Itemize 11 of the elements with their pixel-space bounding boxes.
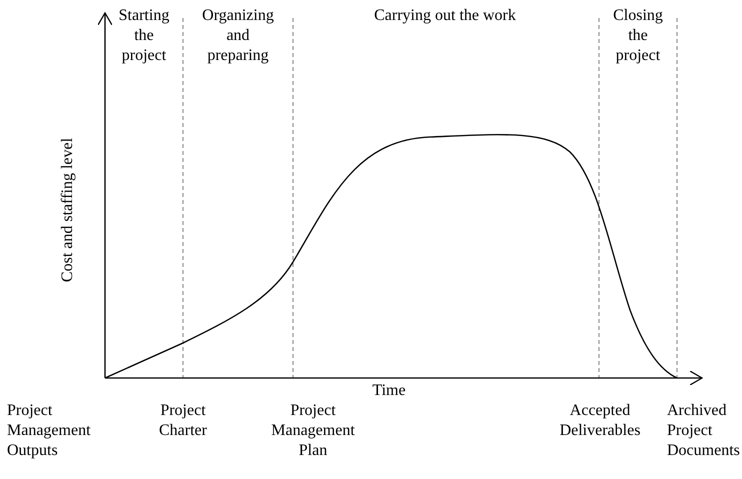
output-label: Project Management Plan (270, 401, 356, 461)
axis-label: Time (371, 381, 407, 401)
output-label: Project Charter (158, 401, 208, 441)
phase-label: Closing the project (612, 6, 664, 66)
axis-label: Cost and staffing level (58, 136, 77, 284)
output-label: Project Management Outputs (7, 401, 92, 461)
phase-label: Carrying out the work (373, 6, 517, 26)
phase-label: Starting the project (118, 6, 170, 66)
output-label: Accepted Deliverables (558, 401, 642, 441)
output-label: Archived Project Documents (667, 401, 741, 461)
phase-label: Organizing and preparing (201, 6, 275, 66)
